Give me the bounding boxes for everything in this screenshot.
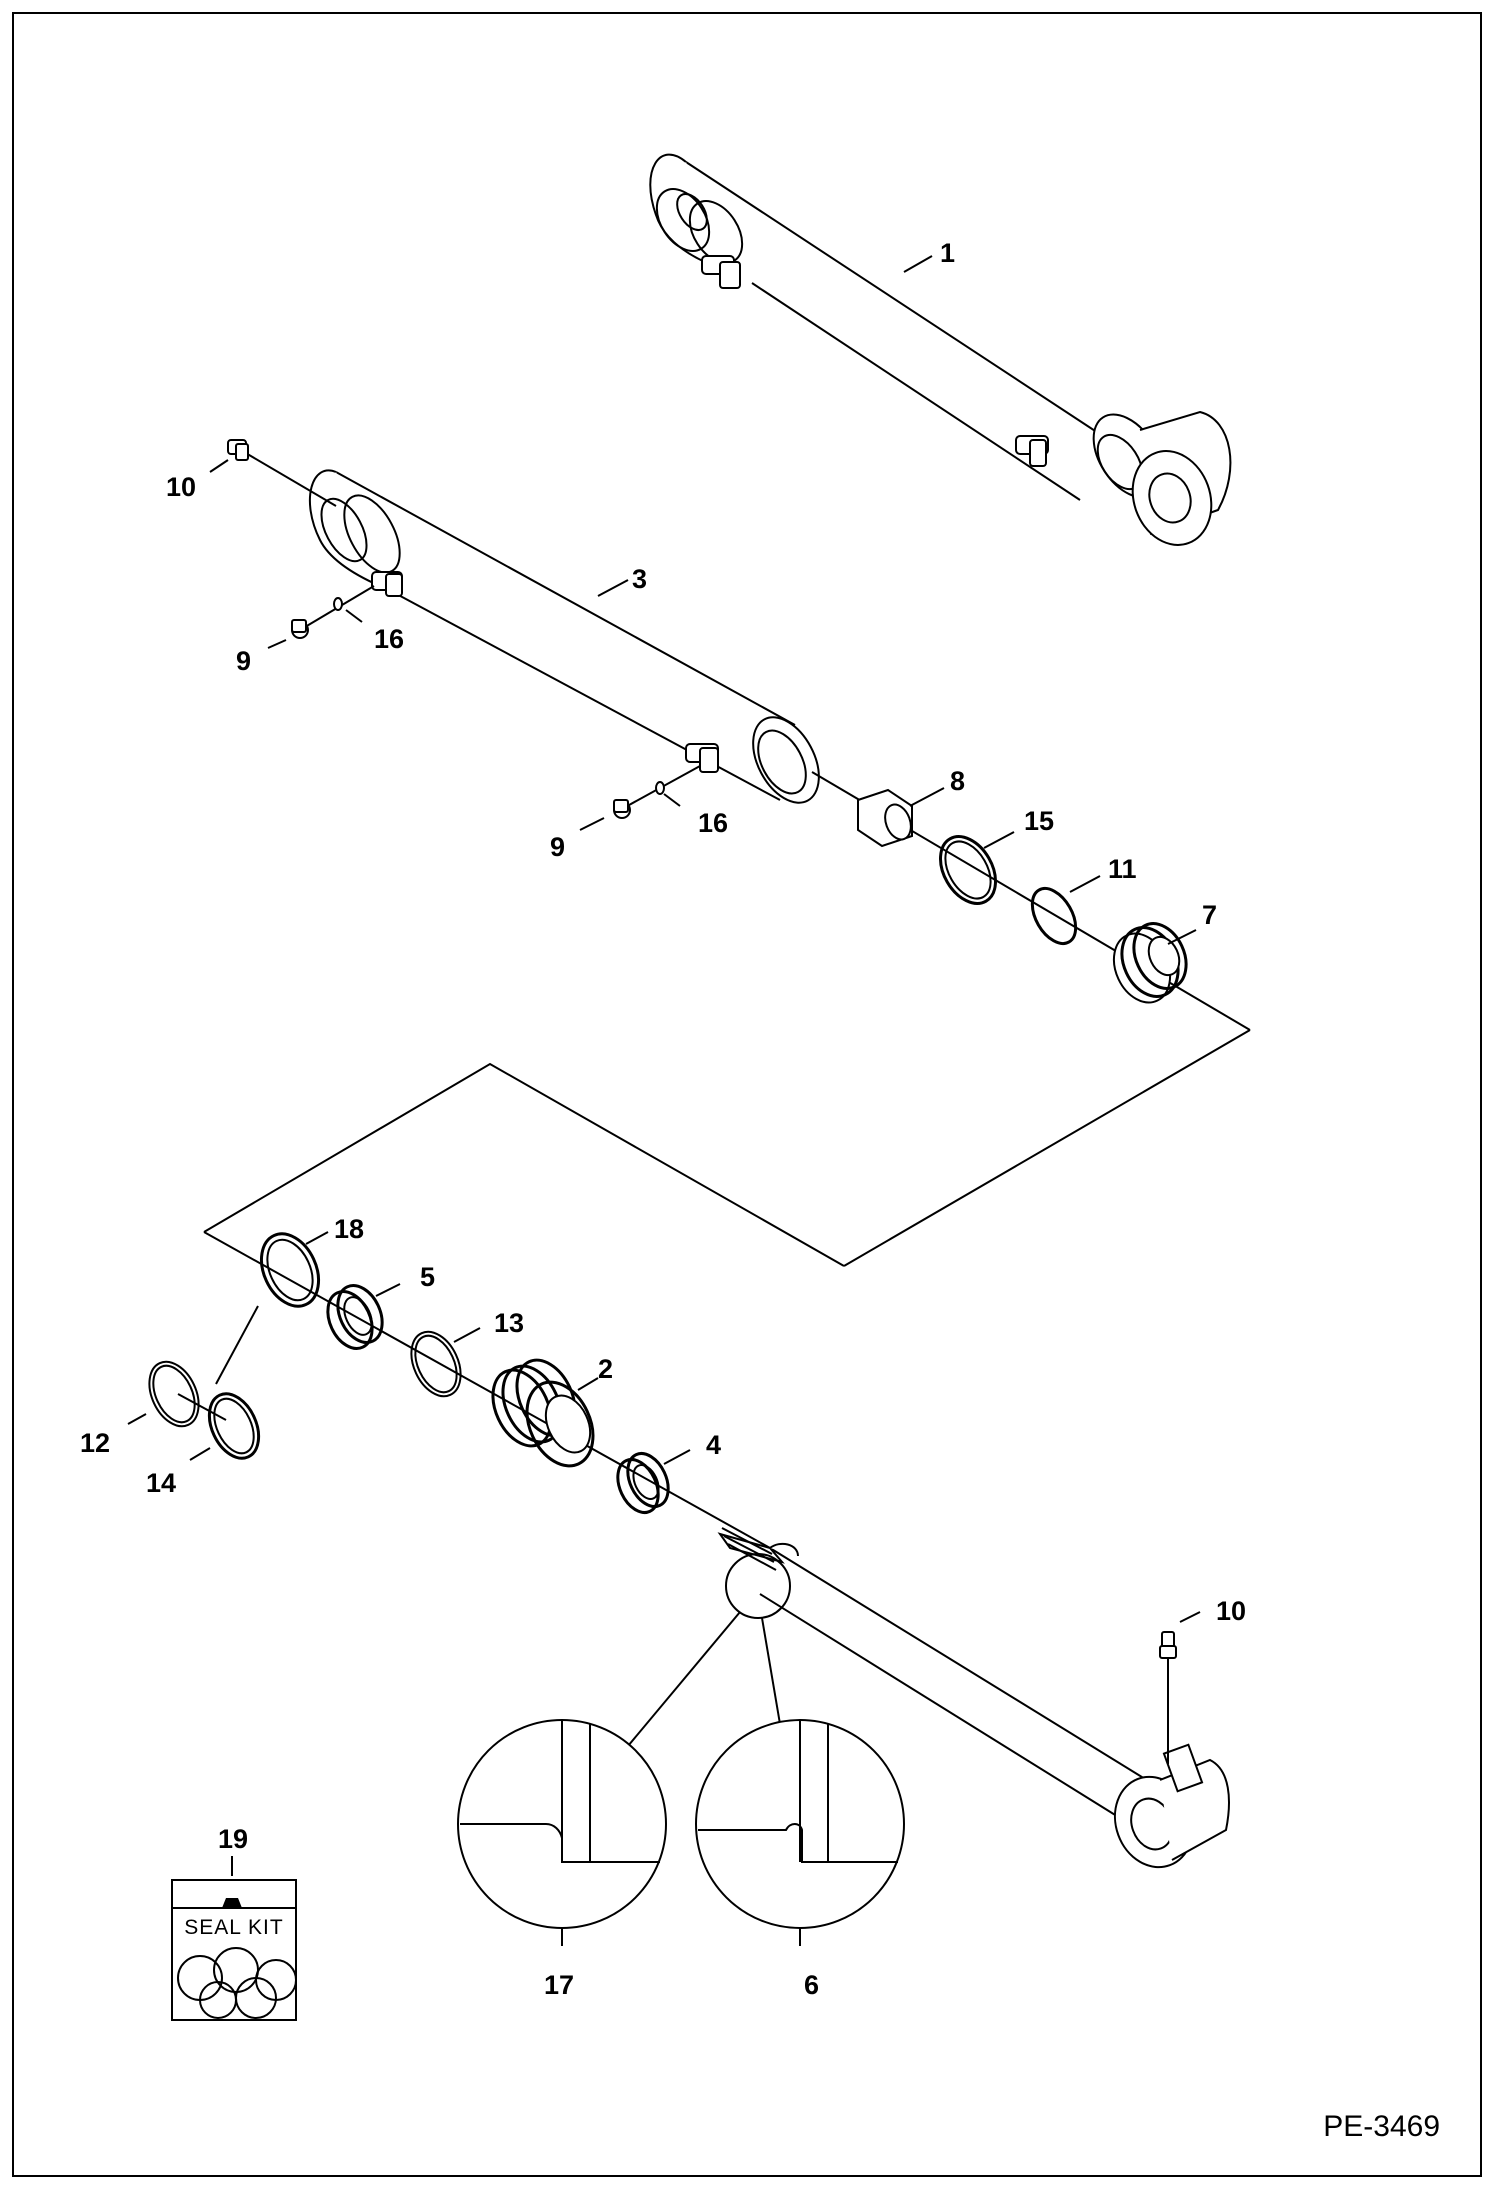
callout-19: 19 bbox=[218, 1824, 248, 1854]
grease-fitting-10-top bbox=[227, 439, 337, 507]
ring-part-15 bbox=[939, 835, 997, 905]
callout-16-upper: 16 bbox=[374, 624, 404, 654]
callout-9-upper: 9 bbox=[236, 646, 251, 676]
callout-16-lower: 16 bbox=[698, 808, 728, 838]
diagram-frame bbox=[12, 12, 1482, 2177]
callout-13: 13 bbox=[494, 1308, 524, 1338]
assembled-cylinder-part-1 bbox=[649, 153, 1232, 546]
callout-11: 11 bbox=[1108, 854, 1137, 884]
rod bbox=[627, 1527, 1230, 1869]
callout-12: 12 bbox=[80, 1428, 110, 1458]
callout-18: 18 bbox=[334, 1214, 364, 1244]
callout-5: 5 bbox=[420, 1262, 435, 1292]
callout-2: 2 bbox=[598, 1354, 613, 1384]
oring-part-13 bbox=[410, 1330, 462, 1398]
grease-fitting-10-lower bbox=[1159, 1631, 1177, 1764]
callout-4: 4 bbox=[706, 1430, 721, 1460]
drawing-code: PE-3469 bbox=[1323, 2110, 1440, 2143]
piston-part-7 bbox=[1112, 922, 1188, 1004]
ring-part-14 bbox=[207, 1392, 261, 1460]
ring-part-18 bbox=[259, 1232, 321, 1308]
callout-6: 6 bbox=[804, 1970, 819, 2000]
connector-c bbox=[203, 1062, 845, 1267]
seal-part-4 bbox=[616, 1452, 670, 1514]
callout-labels: 1 3 10 9 16 9 16 8 15 11 7 18 5 13 2 4 1… bbox=[80, 238, 1440, 2143]
callout-1: 1 bbox=[940, 238, 955, 268]
connector-a bbox=[843, 1029, 1251, 1267]
branch-line bbox=[215, 1305, 259, 1385]
leader-lines bbox=[127, 255, 1201, 1623]
seal-kit-label: SEAL KIT bbox=[184, 1916, 283, 1939]
plug-and-oring-upper bbox=[291, 585, 375, 639]
ring-part-12 bbox=[148, 1360, 200, 1428]
callout-14: 14 bbox=[146, 1468, 176, 1498]
seal-kit-19 bbox=[171, 1856, 297, 2021]
wiper-part-5 bbox=[326, 1284, 384, 1350]
detail-view-6 bbox=[695, 1719, 905, 1946]
nut-part-8 bbox=[857, 788, 913, 848]
callout-9-lower: 9 bbox=[550, 832, 565, 862]
callout-8: 8 bbox=[950, 766, 965, 796]
detail-view-17 bbox=[457, 1719, 667, 1946]
callout-17: 17 bbox=[544, 1970, 574, 2000]
plug-and-oring-lower bbox=[613, 765, 701, 819]
barrel-part-3 bbox=[308, 469, 820, 804]
explode-axis-lower bbox=[203, 1231, 771, 1549]
gland-part-2 bbox=[491, 1358, 595, 1468]
callout-15: 15 bbox=[1024, 806, 1054, 836]
callout-7: 7 bbox=[1202, 900, 1217, 930]
callout-10-top: 10 bbox=[166, 472, 196, 502]
callout-3: 3 bbox=[632, 564, 647, 594]
callout-10-lower: 10 bbox=[1216, 1596, 1246, 1626]
oring-part-11 bbox=[1030, 887, 1078, 945]
